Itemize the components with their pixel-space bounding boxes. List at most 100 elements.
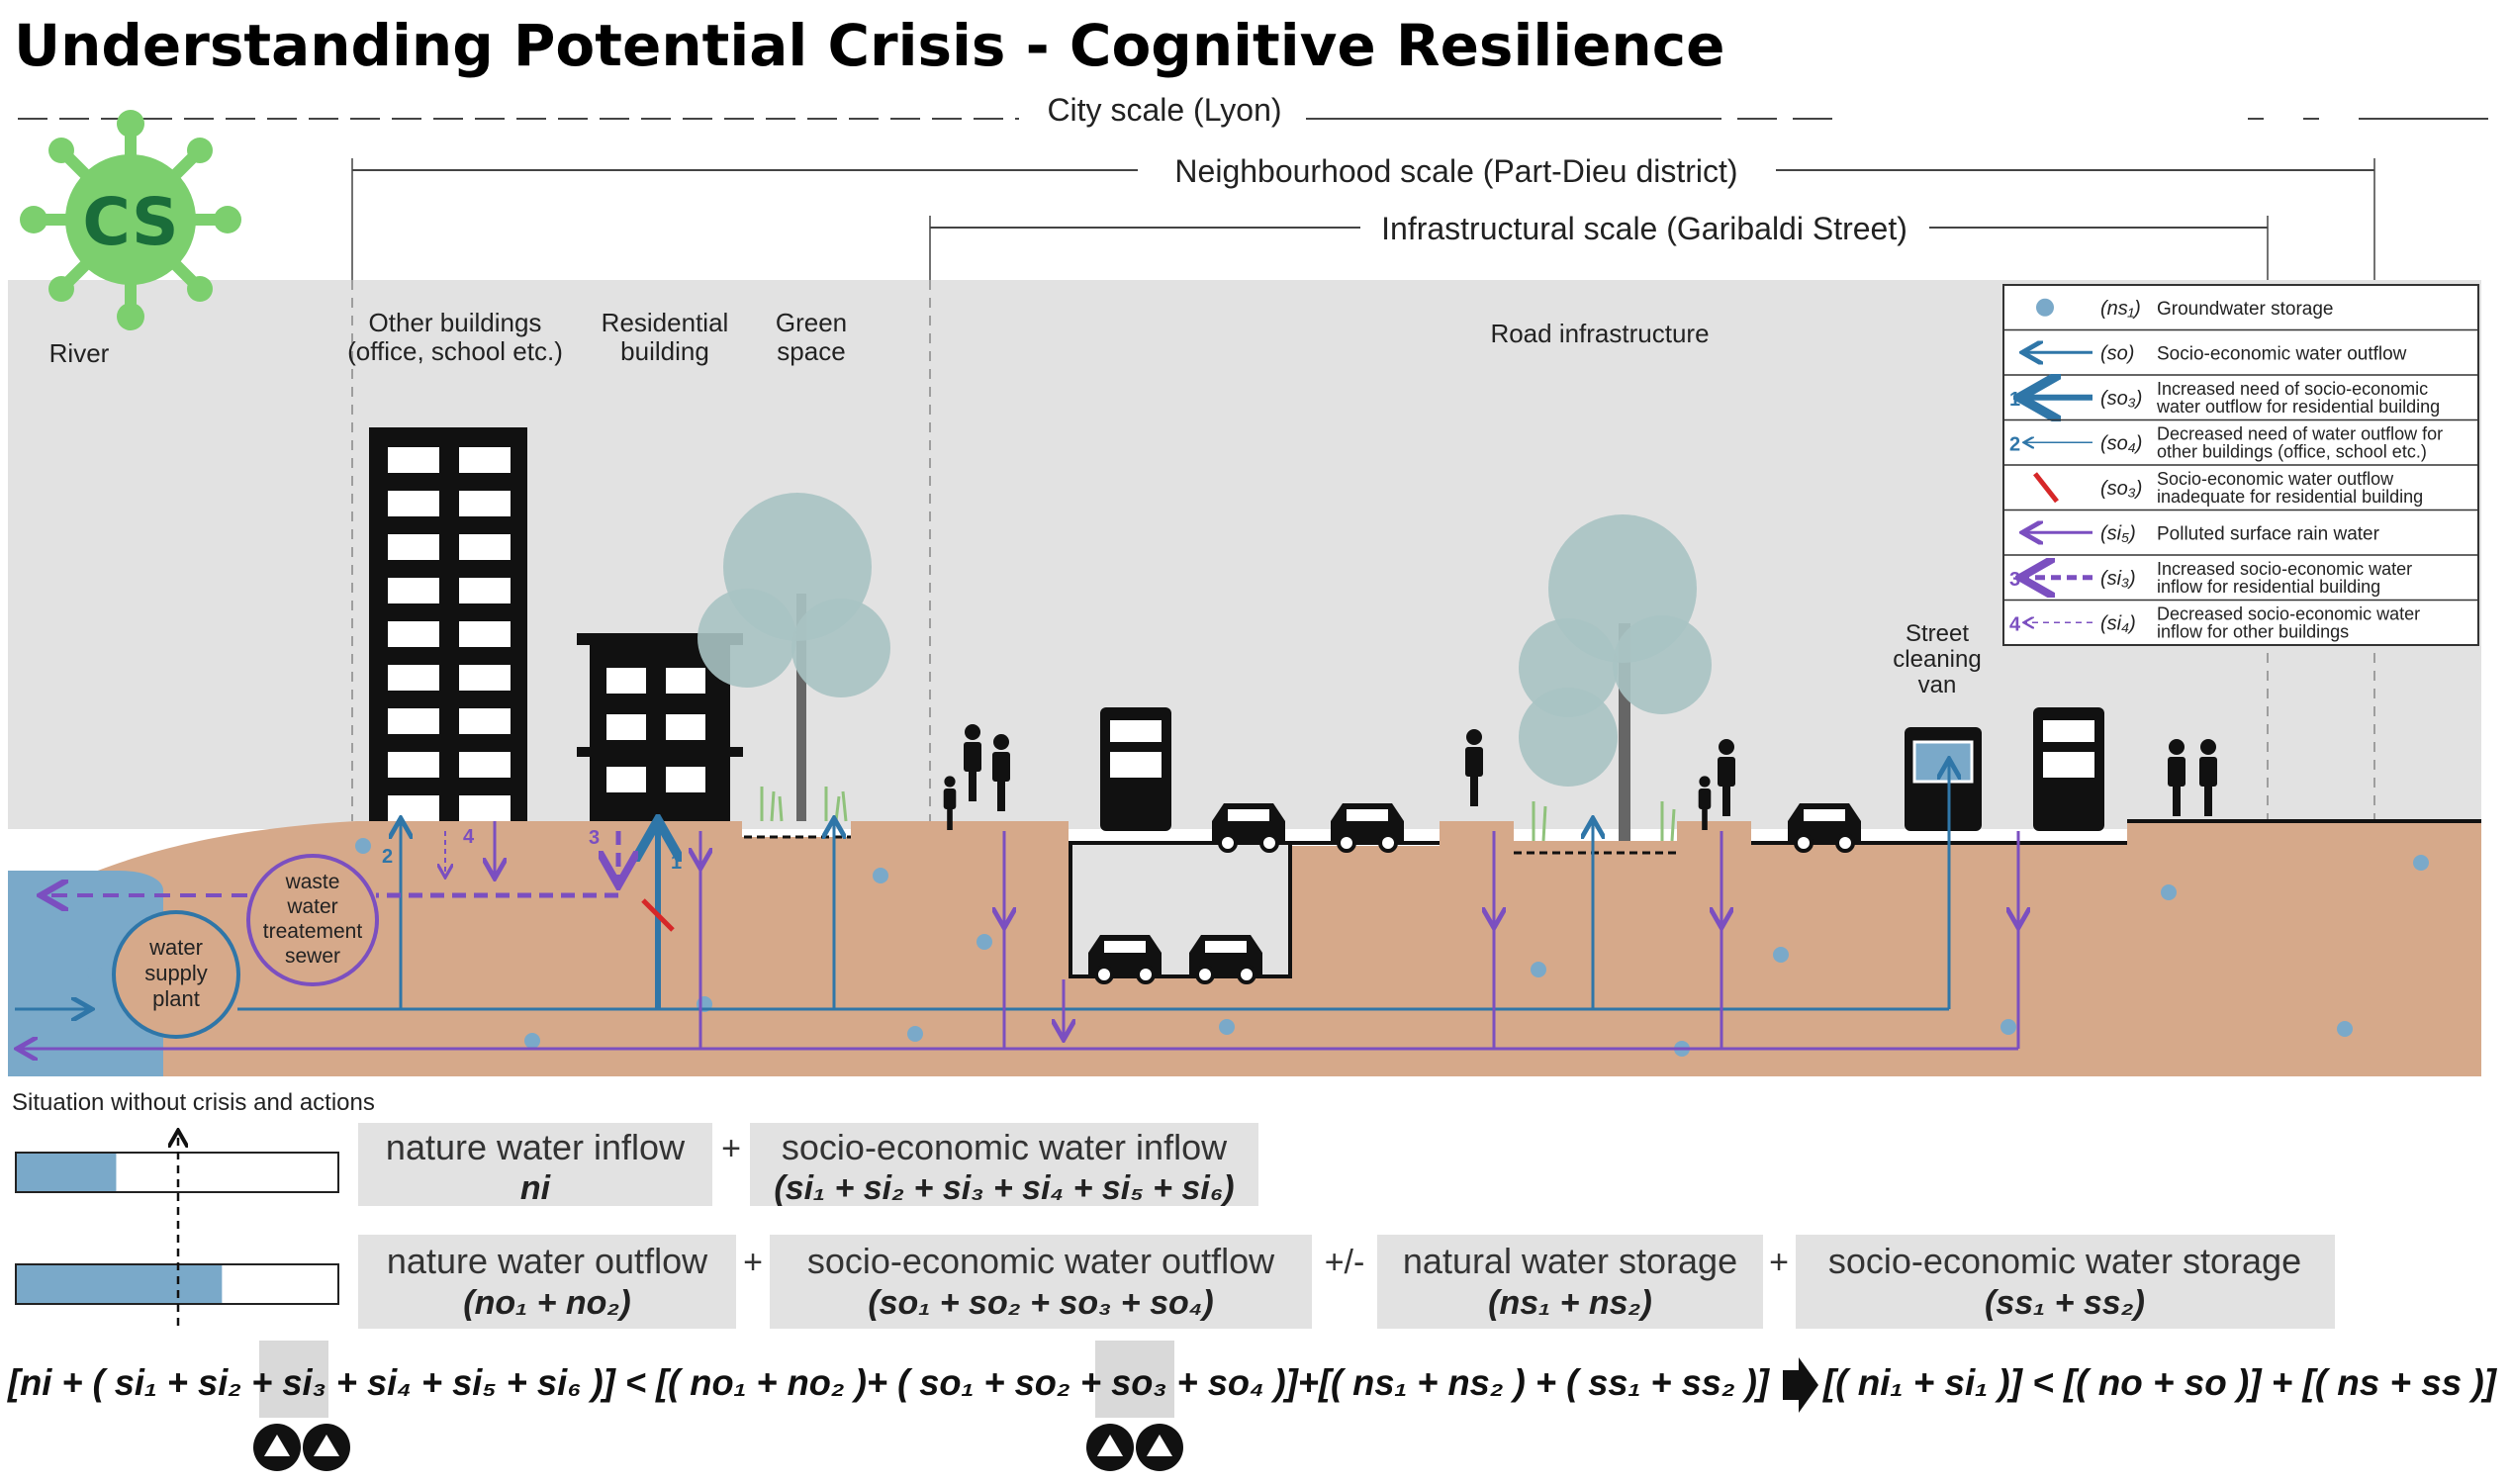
svg-text:sewer: sewer: [285, 945, 340, 968]
natural-storage-label: natural water storage: [1403, 1241, 1737, 1281]
pedestrian: [1465, 729, 1483, 806]
legend-item: 1 (so₃) Increased need of socio-economicwa…: [2003, 375, 2478, 417]
neighbourhood-scale: Neighbourhood scale (Part-Dieu district): [351, 153, 2375, 465]
car: [1212, 803, 1285, 853]
car: [1788, 803, 1861, 853]
arrow-number-3: 3: [589, 827, 600, 849]
bus-2: [2033, 707, 2104, 831]
legend-text: inflow for residential building: [2157, 577, 2380, 597]
up-triangle-icons-1: [253, 1424, 350, 1471]
formula-right: [( ni₁ + si₁ )] < [( no + so )] + [( ns …: [1822, 1362, 2498, 1403]
ss-sum: (ss₁ + ss₂): [1985, 1284, 2145, 1322]
legend-text: Decreased socio-economic water: [2157, 603, 2420, 623]
plus-minus: +/-: [1325, 1244, 1365, 1281]
svg-text:water: water: [148, 935, 203, 960]
arrow-number-2: 2: [382, 846, 393, 868]
legend-text: inadequate for residential building: [2157, 487, 2423, 507]
plus-1: +: [721, 1130, 741, 1167]
svg-text:waste: waste: [285, 871, 340, 893]
legend-code: (so₃): [2100, 388, 2142, 410]
legend-number: 1: [2009, 389, 2020, 411]
legend-item: 2 (so₄) Decreased need of water outflow fo…: [2003, 418, 2478, 461]
purple-pipes: [20, 821, 2018, 1049]
legend-code: (si₅): [2100, 522, 2136, 544]
legend-text: Decreased need of water outflow for: [2157, 423, 2443, 443]
legend-item: (so)Socio-economic water outflow: [2003, 328, 2478, 365]
pedestrian: [2199, 739, 2217, 816]
ns-sum: (ns₁ + ns₂): [1488, 1284, 1652, 1322]
legend: (ns₁)Groundwater storage (so)Socio-econom…: [2002, 284, 2479, 646]
street-cleaning-van: [1905, 727, 1982, 831]
up-triangle-icons-2: [1086, 1424, 1183, 1471]
zone-labels: River Other buildings (office, school et…: [49, 308, 1982, 698]
legend-item: (so₃)Socio-economic water outflowinadequ…: [2003, 464, 2478, 507]
pedestrian: [992, 734, 1010, 811]
bus-1: [1100, 707, 1171, 831]
water-supply-plant: water supply plant: [112, 910, 240, 1039]
residential-building: [577, 633, 743, 821]
van-label-2: cleaning: [1893, 646, 1981, 673]
residential-label-1: Residential: [602, 308, 729, 337]
legend-item: (si₅) Polluted surface rain water: [2003, 509, 2478, 545]
legend-item: 4(si₄)Decreased socio-economic waterinfl…: [2003, 599, 2478, 641]
legend-number: 4: [2009, 613, 2021, 635]
tree-green-space: [698, 493, 890, 821]
grass: [760, 787, 1676, 842]
legend-item: (ns₁)Groundwater storage: [2036, 298, 2334, 320]
arrow-number-4: 4: [463, 826, 475, 848]
arrow-number-1: 1: [671, 852, 682, 874]
residential-label-2: building: [620, 336, 709, 366]
legend-text: Socio-economic water outflow: [2157, 343, 2407, 364]
inadequate-outflow-mark: [641, 898, 675, 932]
svg-text:supply: supply: [144, 961, 208, 985]
formula-line: [ni + ( si₁ + si₂ + si₃ + si₄ + si₅ + si…: [7, 1341, 2498, 1471]
legend-code: (so₄): [2100, 432, 2142, 454]
car: [1189, 935, 1262, 984]
green-edges: [744, 835, 1677, 855]
so-sum: (so₁ + so₂ + so₃ + so₄): [868, 1284, 1213, 1322]
waste-water-treatment-plant: waste water treatement sewer: [246, 854, 379, 986]
river-label: River: [49, 338, 110, 368]
infrastructure-scale-label: Infrastructural scale (Garibaldi Street): [1381, 211, 1907, 246]
legend-text: Groundwater storage: [2157, 299, 2334, 320]
blue-pipes: [15, 762, 1949, 1009]
legend-item: 3(si₃)Increased socio-economic waterinfl…: [2003, 554, 2478, 597]
nature-inflow-label: nature water inflow: [386, 1127, 686, 1167]
plus-3: +: [1769, 1244, 1789, 1281]
red-slash-icon: [2033, 472, 2059, 504]
no-sum: (no₁ + no₂): [463, 1284, 630, 1322]
van-label-3: van: [1918, 672, 1957, 698]
si-sum: (si₁ + si₂ + si₃ + si₄ + si₅ + si₆): [774, 1169, 1234, 1207]
road-infrastructure-label: Road infrastructure: [1490, 319, 1709, 348]
legend-text: Increased need of socio-economic: [2157, 379, 2428, 399]
river-water: [8, 871, 163, 1076]
legend-text: other buildings (office, school etc.): [2157, 441, 2427, 461]
legend-number: 2: [2009, 433, 2020, 455]
formula-left: [ni + ( si₁ + si₂ + si₃ + si₄ + si₅ + si…: [7, 1362, 1771, 1403]
legend-text: inflow for other buildings: [2157, 621, 2349, 641]
legend-text: Polluted surface rain water: [2157, 523, 2380, 544]
diagram-title: Understanding Potential Crisis - Cogniti…: [14, 12, 1724, 79]
logo-text: CS: [82, 184, 178, 260]
pedestrian: [2168, 739, 2186, 816]
inflow-bar-fill: [17, 1154, 117, 1191]
increased-inflow-arrow: [376, 831, 618, 898]
legend-text: Socio-economic water outflow: [2157, 469, 2394, 489]
car: [1331, 803, 1404, 853]
city-scale-label: City scale (Lyon): [1047, 92, 1281, 128]
legend-text: Increased socio-economic water: [2157, 559, 2412, 579]
balance-bars: [15, 1133, 339, 1326]
pedestrians: [943, 724, 2217, 830]
legend-text: water outflow for residential building: [2156, 397, 2440, 417]
pedestrian: [943, 776, 957, 830]
situation-label: Situation without crisis and actions: [12, 1089, 375, 1116]
green-space-label-1: Green: [776, 308, 847, 337]
equation-row-1: nature water inflow + socio-economic wat…: [358, 1123, 1258, 1207]
other-buildings-label-2: (office, school etc.): [347, 336, 563, 366]
ni-term: ni: [520, 1169, 552, 1207]
implies-arrow: [1783, 1357, 1818, 1413]
equation-row-2: nature water outflow + socio-economic wa…: [358, 1235, 2335, 1329]
cs-logo: CS: [20, 110, 241, 330]
green-space-label-2: space: [777, 336, 845, 366]
